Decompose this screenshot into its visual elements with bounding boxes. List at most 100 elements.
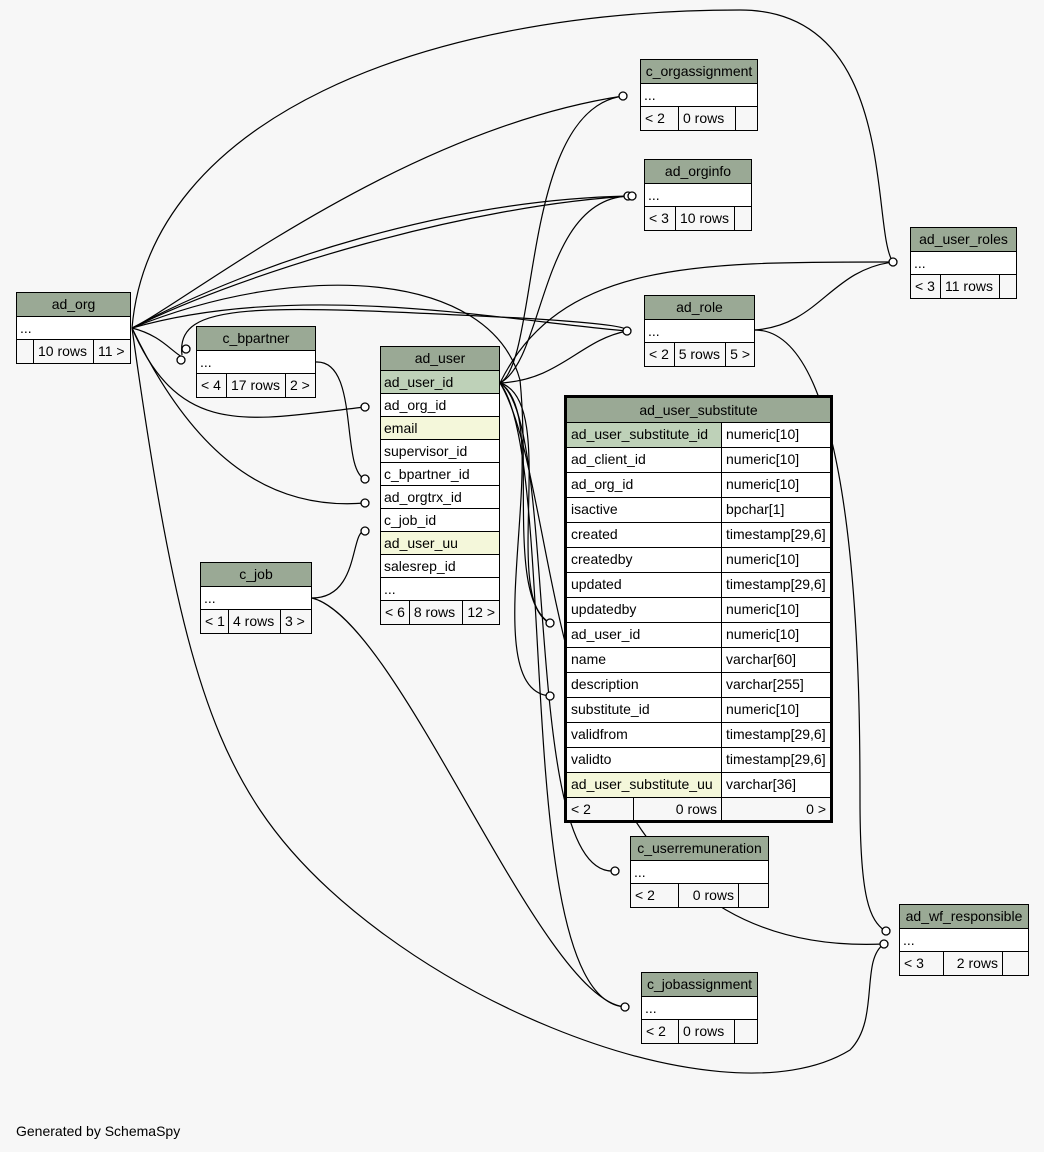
edge-user-role [499, 330, 628, 384]
row-count: 10 rows [34, 340, 94, 363]
edge-user-orginfo [499, 195, 629, 384]
column-name: ad_org_id [567, 473, 722, 497]
edge-user-sub-aduser [499, 382, 551, 624]
row-count: 11 rows [941, 275, 1000, 298]
parents-count: < 2 [631, 884, 679, 907]
children-count [735, 207, 743, 230]
children-count [1003, 952, 1011, 975]
table-footer: < 3 11 rows [911, 275, 1016, 298]
row-count: 4 rows [229, 610, 281, 633]
column-name: ad_user_substitute_id [567, 423, 722, 447]
column-name: ad_user_id [567, 623, 722, 647]
table-row: ... [17, 317, 130, 340]
parents-count: < 2 [641, 107, 679, 130]
table-c-orgassignment[interactable]: c_orgassignment ... < 2 0 rows [640, 59, 758, 131]
column-type: numeric[10] [726, 626, 800, 642]
table-footer: < 1 4 rows 3 > [201, 610, 311, 633]
parents-count: < 3 [645, 207, 676, 230]
column-type: numeric[10] [726, 551, 800, 567]
row-count: 17 rows [227, 374, 286, 397]
column-name: isactive [567, 498, 722, 522]
table-row: ... [201, 587, 311, 610]
table-footer: 10 rows 11 > [17, 340, 130, 363]
table-row: ... [900, 929, 1028, 952]
table-ad-user[interactable]: ad_user ad_user_id ad_org_id email super… [380, 346, 500, 625]
column-type: varchar[36] [726, 776, 797, 792]
column-salesrep-id: salesrep_id [381, 555, 499, 578]
table-c-job[interactable]: c_job ... < 1 4 rows 3 > [200, 562, 312, 634]
table-ad-org[interactable]: ad_org ... 10 rows 11 > [16, 292, 131, 364]
column-type: numeric[10] [726, 451, 800, 467]
table-c-bpartner[interactable]: c_bpartner ... < 4 17 rows 2 > [196, 326, 316, 398]
column-type: numeric[10] [726, 476, 800, 492]
children-count: 3 > [285, 613, 305, 629]
column-name: substitute_id [567, 698, 722, 722]
column-name: updated [567, 573, 722, 597]
table-footer: < 2 5 rows 5 > [645, 343, 754, 366]
children-count [735, 1020, 743, 1043]
table-c-userremuneration[interactable]: c_userremuneration ... < 2 0 rows [630, 836, 769, 908]
parents-count: < 2 [645, 343, 675, 366]
table-title: c_bpartner [197, 327, 315, 351]
row-count: 0 rows [679, 1020, 735, 1043]
children-count [1000, 275, 1008, 298]
table-ad-role[interactable]: ad_role ... < 2 5 rows 5 > [644, 295, 755, 367]
column-c-job-id: c_job_id [381, 509, 499, 532]
column-ad-user-uu: ad_user_uu [381, 532, 499, 555]
table-ad-user-roles[interactable]: ad_user_roles ... < 3 11 rows [910, 227, 1017, 299]
column-more: ... [381, 578, 499, 601]
table-title: c_orgassignment [641, 60, 757, 84]
table-footer: < 4 17 rows 2 > [197, 374, 315, 397]
edge-ad-org-bpartner [131, 327, 183, 358]
row-count: 0 rows [679, 884, 739, 907]
parents-count: < 1 [201, 610, 229, 633]
column-ad-org-id: ad_org_id [381, 394, 499, 417]
children-count [739, 884, 747, 907]
edge-bpartner-user [315, 361, 366, 480]
row-count: 5 rows [675, 343, 727, 366]
column-ad-orgtrx-id: ad_orgtrx_id [381, 486, 499, 509]
children-count: 12 > [467, 604, 495, 620]
parents-count: < 6 [381, 601, 410, 624]
parents-count [17, 340, 34, 363]
table-footer: < 3 2 rows [900, 952, 1028, 975]
edge-role-user-roles [754, 261, 894, 331]
parents-count: < 3 [900, 952, 944, 975]
table-footer: < 6 8 rows 12 > [381, 601, 499, 624]
table-ad-user-substitute[interactable]: ad_user_substitute ad_user_substitute_id… [564, 395, 833, 823]
column-type: numeric[10] [726, 601, 800, 617]
edge-ad-org-orgassignment [131, 95, 624, 329]
credit-text: Generated by SchemaSpy [16, 1123, 181, 1139]
table-title: c_userremuneration [631, 837, 768, 861]
column-name: name [567, 648, 722, 672]
row-count: 8 rows [410, 601, 464, 624]
table-title: ad_user_roles [911, 228, 1016, 252]
row-count: 10 rows [676, 207, 735, 230]
column-type: timestamp[29,6] [726, 751, 826, 767]
table-footer: < 2 0 rows [631, 884, 768, 907]
table-footer: < 2 0 rows 0 > [567, 798, 830, 820]
children-count: 0 > [806, 801, 826, 817]
column-type: varchar[255] [726, 676, 804, 692]
table-footer: < 3 10 rows [645, 207, 751, 230]
table-ad-wf-responsible[interactable]: ad_wf_responsible ... < 3 2 rows [899, 904, 1029, 976]
table-title: ad_user_substitute [567, 398, 830, 423]
parents-count: < 4 [197, 374, 227, 397]
column-type: varchar[60] [726, 651, 797, 667]
column-type: timestamp[29,6] [726, 576, 826, 592]
column-name: validto [567, 748, 722, 772]
table-c-jobassignment[interactable]: c_jobassignment ... < 2 0 rows [641, 972, 758, 1044]
table-row: ... [197, 351, 315, 374]
table-row: ... [911, 252, 1016, 275]
edge-user-sub-substitute [499, 382, 551, 697]
children-count: 2 > [290, 377, 310, 393]
table-ad-orginfo[interactable]: ad_orginfo ... < 3 10 rows [644, 159, 752, 231]
table-row: ... [642, 997, 757, 1020]
column-email: email [381, 417, 499, 440]
